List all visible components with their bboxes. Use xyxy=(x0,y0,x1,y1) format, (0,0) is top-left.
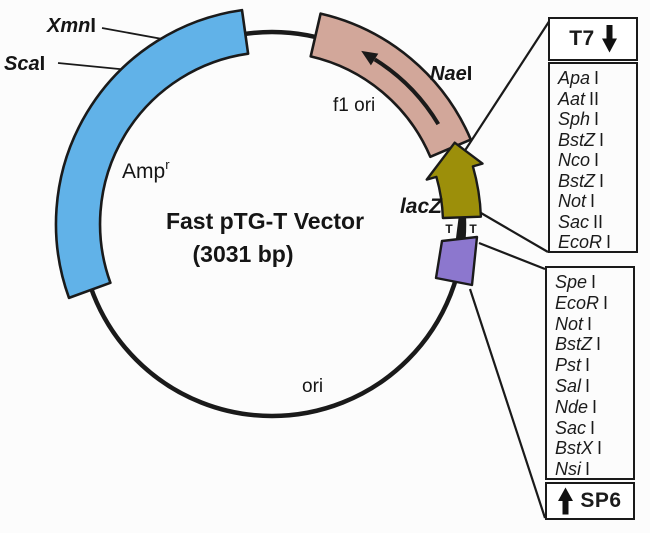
vector-size: (3031 bp) xyxy=(193,241,294,267)
enzyme-name-italic: Nco xyxy=(558,150,591,170)
amp-label: Ampr xyxy=(122,157,170,183)
f1-ori-arc xyxy=(309,12,473,159)
f1-direction-arrow-shaft xyxy=(373,57,441,126)
xmn-site-label: XmnI xyxy=(46,15,96,37)
sp6-label: SP6 xyxy=(580,489,622,512)
lacz-arrow xyxy=(425,141,484,220)
mcs-box xyxy=(434,235,479,287)
enzyme-name-roman: I xyxy=(591,272,597,292)
sca-site-label: ScaI xyxy=(4,53,45,75)
enzyme-name-roman: I xyxy=(599,170,605,191)
enzyme-name-roman: I xyxy=(585,355,591,376)
lacz-label: lacZ xyxy=(400,195,443,218)
thick-up-arrow-icon xyxy=(558,487,574,515)
enzyme-name-roman: I xyxy=(603,292,609,313)
callout-line-t7-bottom xyxy=(480,212,549,253)
enzyme-name-italic: EcoR xyxy=(558,232,603,252)
nae-site-label: NaeI xyxy=(430,63,472,85)
enzyme-name-italic: BstZ xyxy=(558,129,596,150)
enzyme-name-roman: I xyxy=(594,68,600,88)
enzyme-name-italic: Sac xyxy=(558,211,590,232)
t-left-label: T xyxy=(445,222,453,236)
f1-ori-label: f1 ori xyxy=(333,95,375,116)
enzyme-name-roman: I xyxy=(606,232,612,252)
enzyme-name-italic: Not xyxy=(555,313,584,334)
enzyme-name-italic: Pst xyxy=(555,355,582,376)
enzyme-name-roman: II xyxy=(593,211,604,232)
enzyme-name-roman: I xyxy=(590,191,596,211)
f1-direction-arrow-head xyxy=(361,50,379,66)
enzyme-name-italic: Not xyxy=(558,191,587,211)
t7-callout-header: T7 xyxy=(548,17,638,61)
enzyme-name-roman: I xyxy=(587,313,593,334)
enzyme-name-italic: Sal xyxy=(555,375,582,396)
enzyme-name-roman: I xyxy=(599,129,605,150)
enzyme-name-roman: I xyxy=(594,150,600,170)
enzyme-name-italic: BstZ xyxy=(558,170,596,191)
enzyme-name-roman: I xyxy=(585,459,591,480)
ori-label: ori xyxy=(302,376,323,397)
amp-resistance-arc xyxy=(54,8,250,300)
callout-line-sp6-top xyxy=(478,241,546,271)
enzyme-name-italic: Sph xyxy=(558,109,591,129)
thick-down-arrow-icon xyxy=(601,25,617,53)
enzyme-name-italic: Nsi xyxy=(555,459,581,480)
enzyme-name-roman: I xyxy=(596,334,602,355)
enzyme-name-roman: I xyxy=(597,438,603,459)
vector-title: Fast pTG-T Vector xyxy=(166,208,364,234)
enzyme-name-roman: I xyxy=(590,417,596,438)
enzyme-name-roman: II xyxy=(589,88,600,109)
callout-funnel-lines xyxy=(463,19,551,519)
sp6-callout-footer: SP6 xyxy=(545,482,635,520)
enzyme-name-italic: Aat xyxy=(558,88,586,109)
enzyme-name-roman: I xyxy=(594,109,600,129)
enzyme-name-italic: Apa xyxy=(558,68,591,88)
enzyme-name-roman: I xyxy=(585,375,591,396)
callout-line-sp6-bottom xyxy=(468,288,547,519)
t-right-label: T xyxy=(469,222,477,236)
enzyme-name-italic: Sac xyxy=(555,417,587,438)
enzyme-name-italic: Spe xyxy=(555,272,588,292)
enzyme-name-roman: I xyxy=(592,396,598,417)
callout-line-t7-top xyxy=(463,19,551,153)
enzyme-name-italic: EcoR xyxy=(555,292,600,313)
enzyme-name-italic: BstZ xyxy=(555,334,593,355)
enzyme-name-italic: Nde xyxy=(555,396,589,417)
t7-label: T7 xyxy=(569,27,595,50)
enzyme-name-italic: BstX xyxy=(555,438,594,459)
